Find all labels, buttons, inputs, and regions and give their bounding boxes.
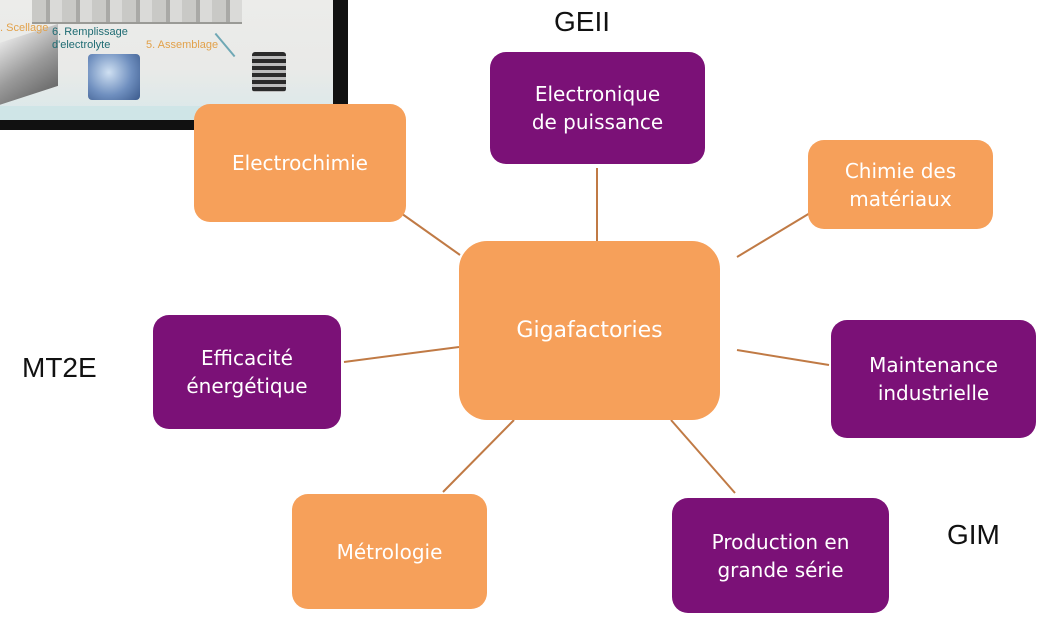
inset-step-assembly-label: 5. Assemblage [146,39,219,51]
node-efficacite-energetique: Efficacité énergétique [153,315,341,429]
connector-maintenance [736,349,830,366]
inset-screen: . Scellage 6. Remplissage d'electrolyte … [0,0,333,120]
group-label-gim: GIM [947,519,1000,550]
connector-electrochimie [397,210,461,256]
group-label-mt2e: MT2E [22,352,97,383]
inset-filling-photo [88,54,140,100]
inset-step-filling-label: 6. Remplissage d'electrolyte [52,26,128,51]
inset-step-sealing-label: . Scellage [0,22,49,34]
node-chimie-des-materiaux: Chimie des matériaux [808,140,993,229]
node-production-en-grande-serie: Production en grande série [672,498,889,613]
connector-chimie [736,209,816,258]
node-metrologie: Métrologie [292,494,487,609]
connector-efficacite [343,346,460,363]
inset-machine-image [32,0,242,24]
node-electronique-de-puissance: Electronique de puissance [490,52,705,164]
connector-metrologie [442,419,515,493]
node-electrochimie: Electrochimie [194,104,406,222]
node-gigafactories: Gigafactories [459,241,720,420]
connector-production [670,419,736,494]
inset-screenshot: . Scellage 6. Remplissage d'electrolyte … [0,0,348,130]
inset-cell-stack-image [252,52,286,92]
node-maintenance-industrielle: Maintenance industrielle [831,320,1036,438]
group-label-geii: GEII [554,6,611,37]
